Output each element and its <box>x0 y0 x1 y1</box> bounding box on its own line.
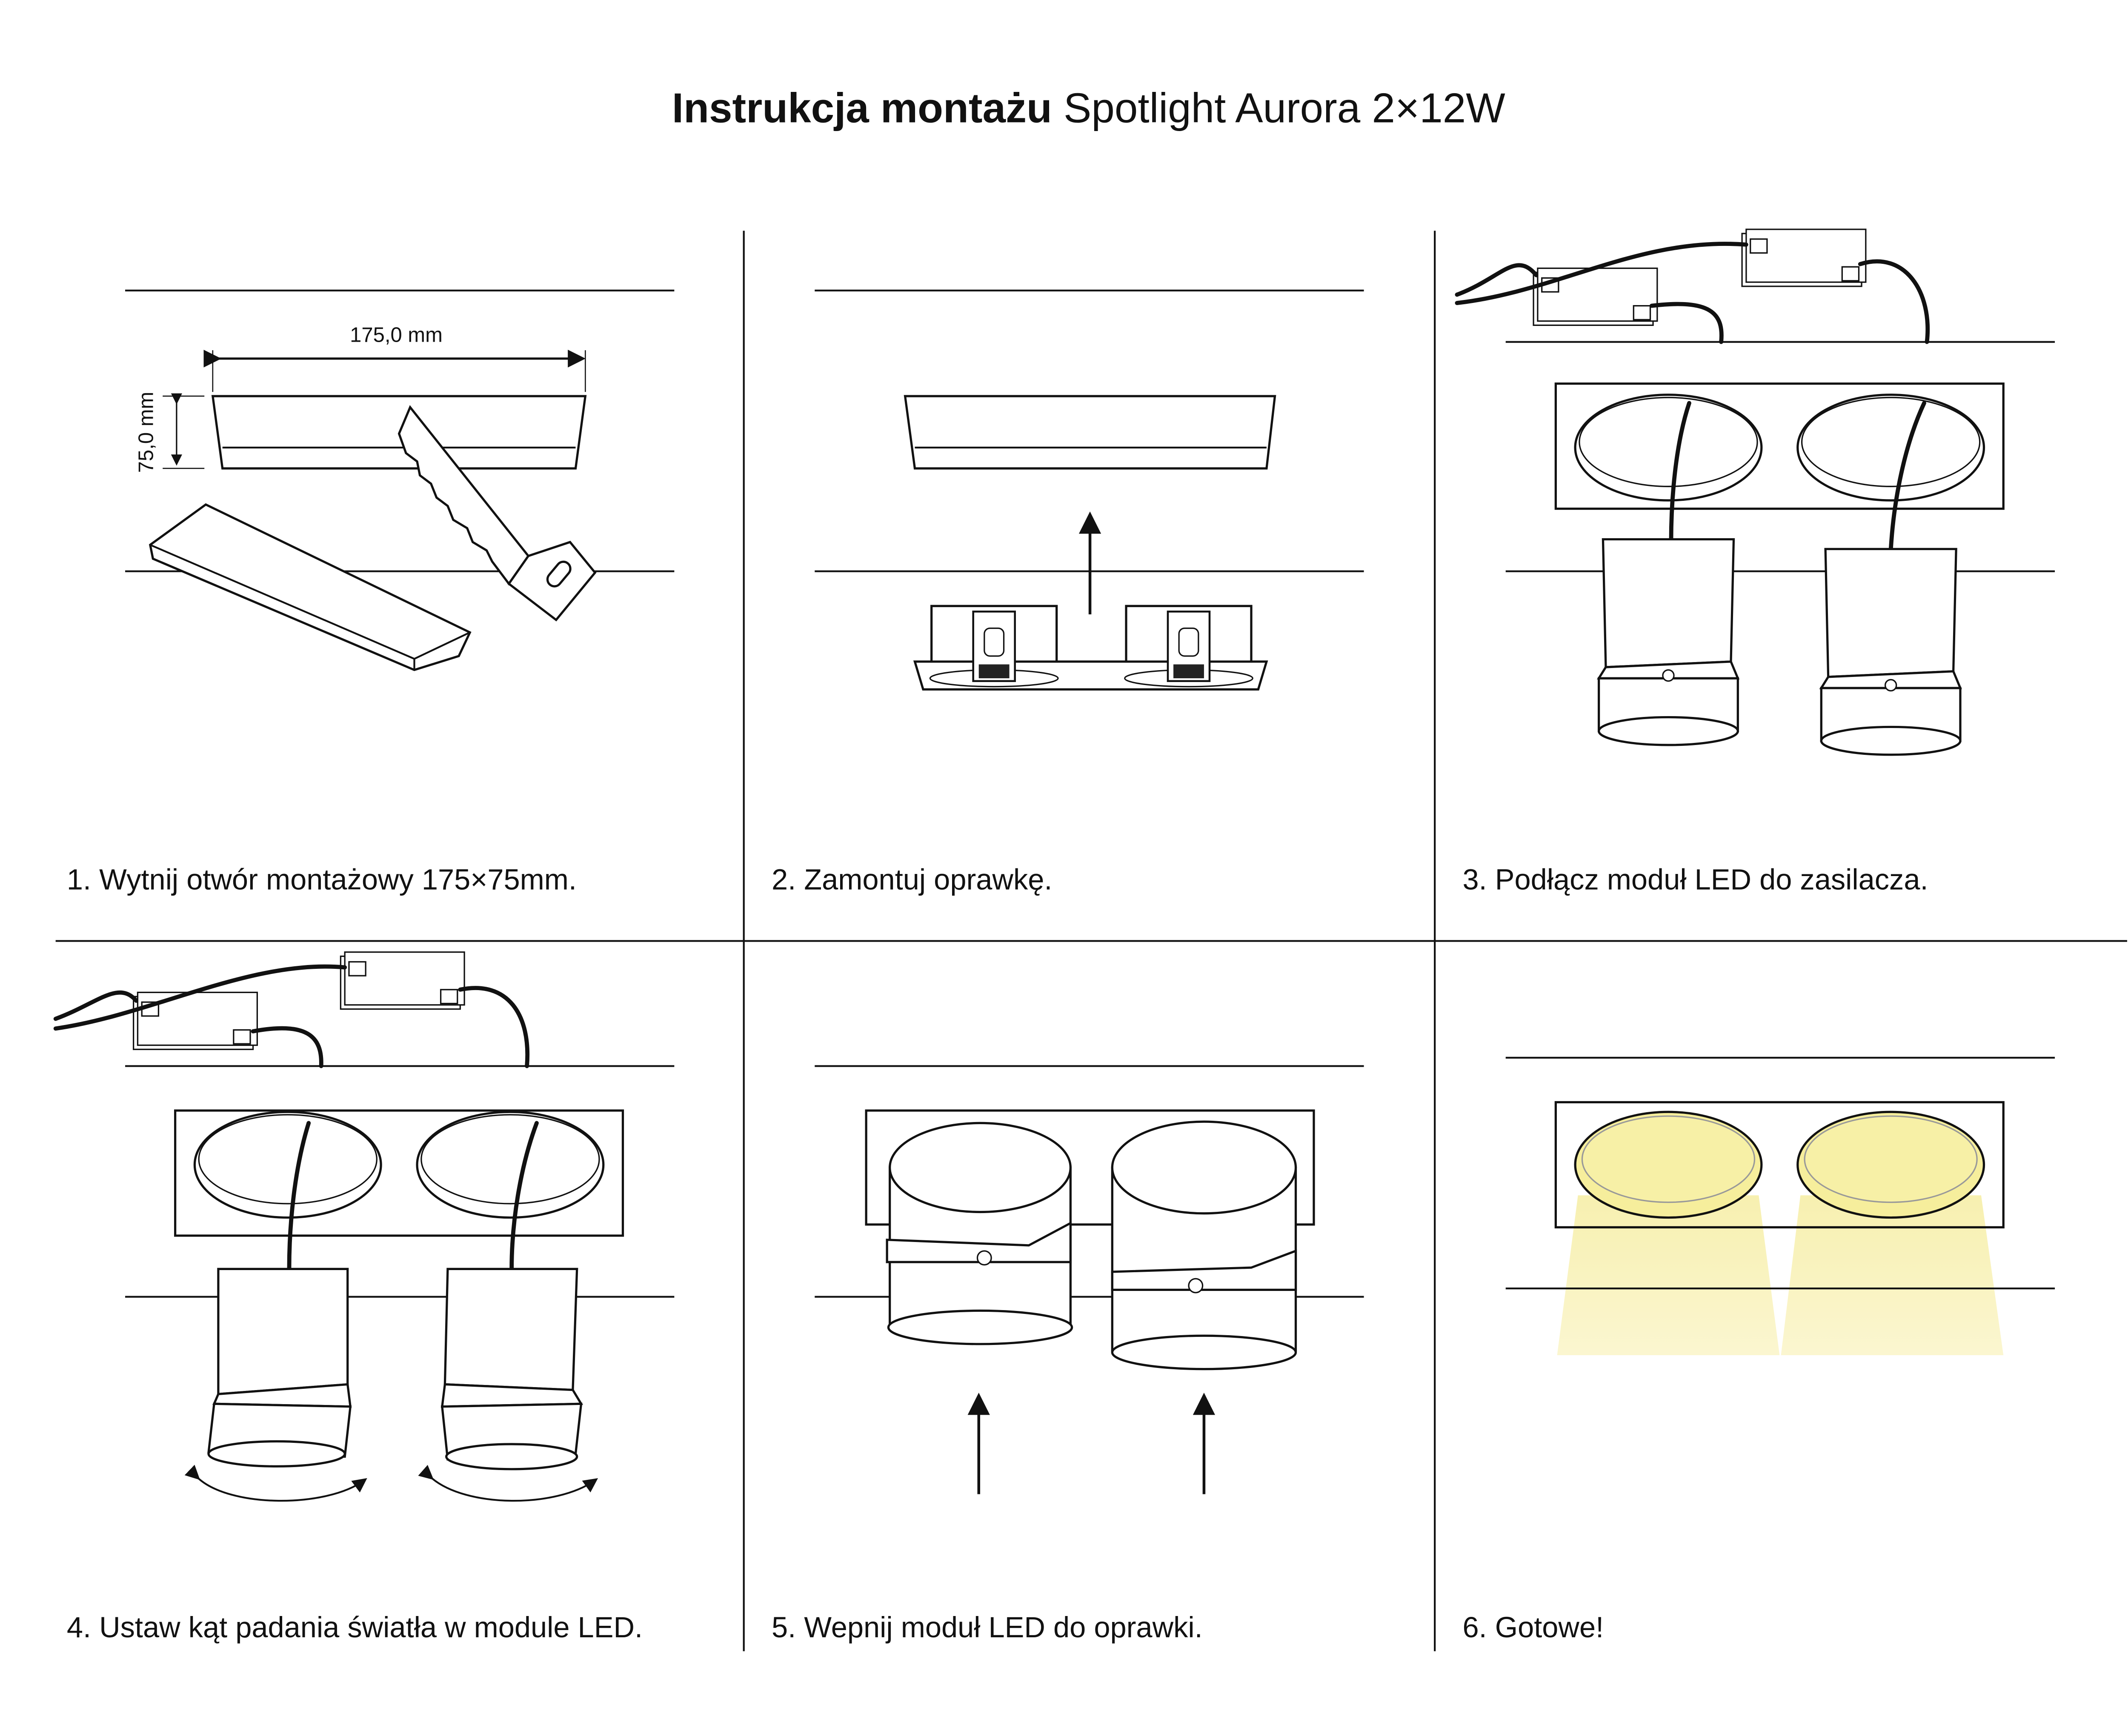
led-module <box>443 1268 578 1391</box>
title-bold: Instrukcja montażu <box>672 84 1052 131</box>
step-4-illustration <box>53 951 675 1502</box>
step-3-caption: 3. Podłącz moduł LED do zasilacza. <box>1463 863 1928 896</box>
light-beam <box>1557 1195 1780 1355</box>
power-supply-icon <box>340 951 465 1010</box>
step-6-illustration <box>1505 1056 2055 1355</box>
power-supply-icon <box>133 991 258 1050</box>
step-1-illustration: 175,0 mm 75,0 mm <box>125 289 675 671</box>
mounting-opening <box>904 395 1276 470</box>
step-5-caption: 5. Wepnij moduł LED do oprawki. <box>772 1611 1203 1644</box>
led-module <box>1111 1120 1297 1371</box>
led-module <box>886 1122 1073 1345</box>
cut-board <box>149 503 472 671</box>
step-2-caption: 2. Zamontuj oprawkę. <box>772 863 1052 896</box>
power-supply-icon <box>1533 267 1658 326</box>
frame-housing <box>1125 605 1253 682</box>
step-1-caption: 1. Wytnij otwór montażowy 175×75mm. <box>67 863 577 896</box>
led-module <box>1821 549 1960 754</box>
power-supply-icon <box>1741 228 1867 287</box>
led-module <box>1599 539 1738 745</box>
width-dimension-label: 175,0 mm <box>350 324 443 347</box>
saw-icon <box>398 405 530 586</box>
step-2-illustration <box>815 289 1364 691</box>
rotate-arrow-icon <box>418 1465 598 1502</box>
step-6-caption: 6. Gotowe! <box>1463 1611 1604 1644</box>
light-beam <box>1781 1195 2004 1355</box>
height-dimension-label: 75,0 mm <box>134 392 157 473</box>
step-3-illustration <box>1455 228 2055 755</box>
step-4-caption: 4. Ustaw kąt padania światła w module LE… <box>67 1611 643 1644</box>
page-title: Instrukcja montażu Spotlight Aurora 2×12… <box>672 84 1505 131</box>
led-module <box>217 1268 349 1396</box>
mounting-frame <box>1554 1101 2005 1229</box>
title-regular: Spotlight Aurora 2×12W <box>1064 84 1505 131</box>
frame-housing <box>930 605 1058 682</box>
rotate-arrow-icon <box>184 1465 367 1502</box>
step-5-illustration <box>815 1065 1364 1494</box>
